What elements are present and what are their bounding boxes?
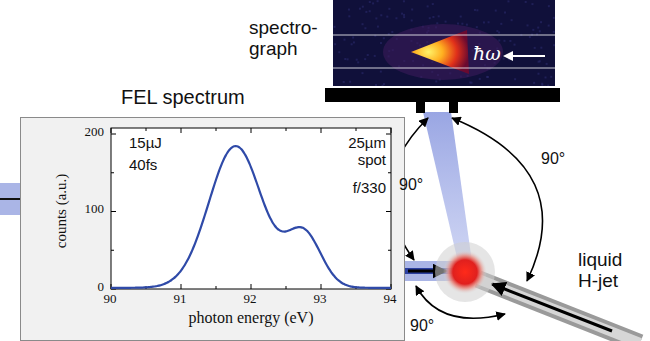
spectrum-panel: FEL spectrum15µJ40fs25µm spotf/330counts… bbox=[20, 117, 405, 341]
spectrograph-entrance bbox=[325, 88, 560, 113]
tick-label: 90 bbox=[104, 292, 117, 306]
instrument-label: spectro- graph bbox=[249, 18, 318, 60]
tick-label: 93 bbox=[314, 292, 327, 306]
spectrum-curve bbox=[111, 146, 391, 288]
pulse-energy: 15µJ bbox=[129, 135, 162, 152]
spectrograph-image: spectro- graphħω bbox=[333, 0, 555, 86]
angle-arc bbox=[416, 286, 505, 318]
sample-spot bbox=[443, 250, 487, 294]
axis-title: counts (a.u.) bbox=[53, 174, 70, 249]
pulse-duration: 40fs bbox=[129, 157, 157, 174]
photon-energy-symbol: ħω bbox=[473, 43, 501, 64]
jet-label: liquid H-jet bbox=[578, 250, 622, 292]
panel-title: FEL spectrum bbox=[121, 86, 245, 108]
tick-label: 200 bbox=[85, 125, 105, 139]
detector-image bbox=[333, 0, 555, 86]
tick-label: 100 bbox=[85, 202, 105, 216]
axis-title: photon energy (eV) bbox=[189, 309, 314, 327]
tick-label: 92 bbox=[244, 292, 257, 306]
angle-label: 90° bbox=[399, 176, 423, 194]
tick-label: 91 bbox=[174, 292, 187, 306]
focal-ratio: f/330 bbox=[353, 180, 386, 197]
angle-arc bbox=[452, 118, 543, 281]
sample-halo bbox=[435, 242, 495, 302]
angle-label: 90° bbox=[541, 150, 565, 168]
angle-label: 90° bbox=[410, 317, 434, 335]
spectrum-plot bbox=[21, 118, 406, 341]
spot-size: 25µm spot bbox=[348, 135, 386, 168]
fel-beam-stub bbox=[0, 183, 20, 215]
emission-cone bbox=[423, 112, 472, 262]
tick-label: 0 bbox=[98, 280, 105, 294]
tick-label: 94 bbox=[384, 292, 397, 306]
